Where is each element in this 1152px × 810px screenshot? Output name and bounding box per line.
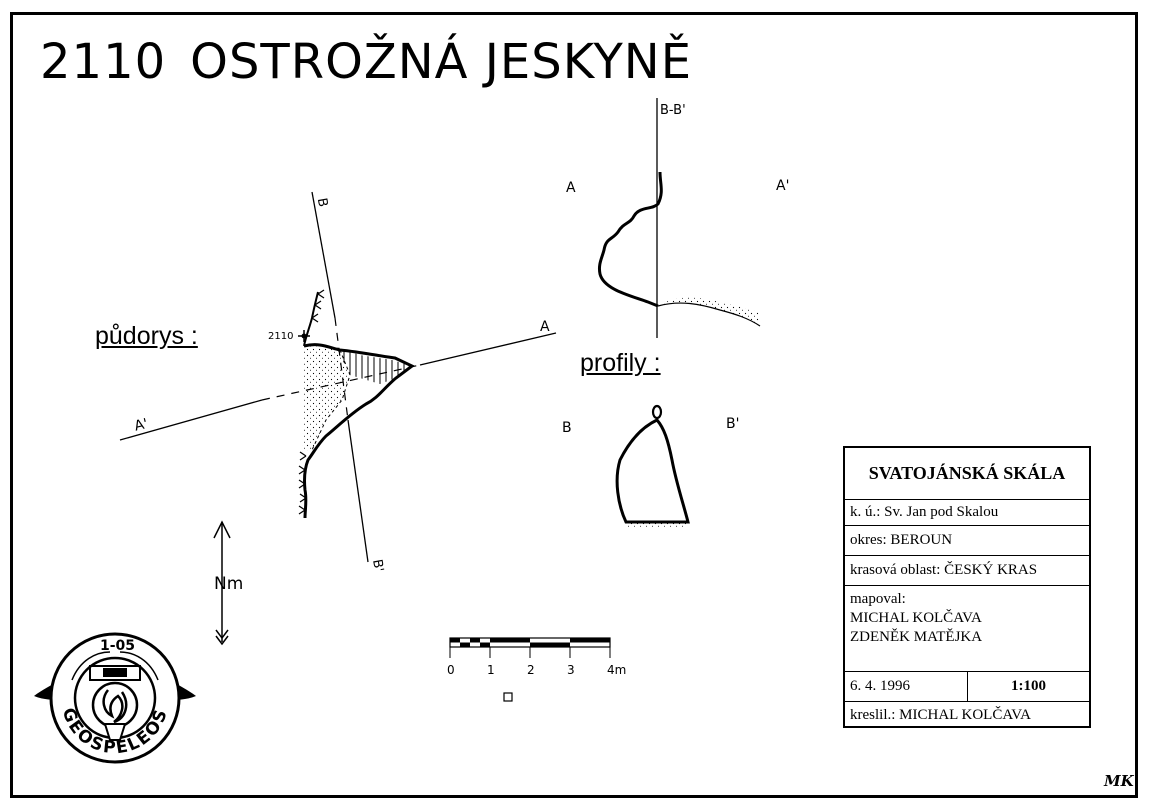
cave-number: 2110 <box>40 34 167 90</box>
author-signature: MK <box>1104 772 1134 790</box>
profiles-heading: profily : <box>580 349 661 377</box>
plan-label-a-prime: A' <box>133 416 150 435</box>
date-scale-row: 6. 4. 1996 1:100 <box>845 672 1089 702</box>
profile-bb-left: B <box>562 420 572 436</box>
district: okres: BEROUN <box>845 526 1089 556</box>
plan-label-b: B <box>314 197 330 208</box>
title-block: SVATOJÁNSKÁ SKÁLA k. ú.: Sv. Jan pod Ska… <box>843 446 1091 728</box>
section-line-a <box>119 399 263 441</box>
profile-aa-right: A' <box>776 178 789 194</box>
cave-name: OSTROŽNÁ JESKYNĚ <box>190 34 693 90</box>
mapped-by-label: mapoval: <box>850 591 906 607</box>
plan-drawing <box>119 191 557 563</box>
locality-name: SVATOJÁNSKÁ SKÁLA <box>845 448 1089 500</box>
scale-bar <box>449 637 611 702</box>
cadastral-area: k. ú.: Sv. Jan pod Skalou <box>845 500 1089 526</box>
plan-hatched-area <box>336 347 412 384</box>
plan-label-a: A <box>540 319 550 335</box>
profile-bb-drawing <box>615 404 690 528</box>
mapped-by-name-2: ZDENĚK MATĚJKA <box>850 629 983 645</box>
profile-aa-drawing <box>598 98 761 338</box>
plan-label-b-prime: B' <box>369 558 386 573</box>
profile-bb-right: B' <box>726 416 739 432</box>
north-arrow-label: Nm <box>214 574 243 594</box>
map-scale: 1:100 <box>967 672 1089 701</box>
profile-aa-left: A <box>566 180 576 196</box>
geospeleos-logo: 1-05 GEOSPELEOS <box>34 632 196 764</box>
plan-cave-number: 2110 <box>268 331 293 342</box>
drawn-by: kreslil.: MICHAL KOLČAVA <box>850 707 1031 723</box>
profile-axis-label: B-B' <box>660 103 686 118</box>
survey-point <box>301 333 307 339</box>
logo-badge: 1-05 <box>100 638 135 654</box>
map-frame <box>10 12 1138 798</box>
north-arrow <box>213 520 231 646</box>
mapped-by-block: mapoval: MICHAL KOLČAVA ZDENĚK MATĚJKA <box>845 586 1089 672</box>
section-line-b <box>311 191 336 319</box>
survey-date: 6. 4. 1996 <box>850 678 910 694</box>
plan-floor-area <box>302 346 350 452</box>
karst-region: krasová oblast: ČESKÝ KRAS <box>845 556 1089 586</box>
plan-heading: půdorys : <box>95 322 198 350</box>
mapped-by-name-1: MICHAL KOLČAVA <box>850 610 982 626</box>
